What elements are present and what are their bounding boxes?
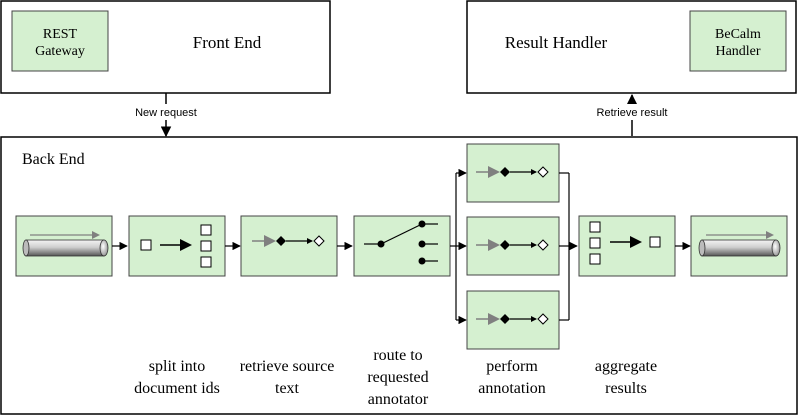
result-handler-title: Result Handler	[505, 33, 608, 52]
new-request-label: New request	[135, 107, 197, 119]
annotator-box-2	[466, 216, 560, 276]
split-label-1: split into	[149, 358, 205, 375]
route-label-3: annotator	[368, 391, 429, 408]
rest-gateway-label-1: REST	[43, 27, 78, 42]
front-end-box: REST Gateway Front End	[0, 0, 331, 94]
front-end-title: Front End	[193, 33, 262, 52]
back-end-title: Back End	[22, 151, 85, 168]
router-box	[353, 215, 451, 277]
aggregate-label-2: results	[605, 380, 647, 397]
step-labels: split into document ids retrieve source …	[134, 347, 657, 408]
retrieve-label-1: retrieve source	[240, 358, 335, 375]
result-handler-box: BeCalm Handler Result Handler	[466, 0, 797, 94]
annotator-box-1	[466, 143, 560, 203]
route-label-1: route to	[373, 347, 422, 364]
aggregator-box	[578, 215, 676, 277]
aggregate-label-1: aggregate	[595, 358, 657, 375]
rest-gateway-label-2: Gateway	[35, 44, 85, 59]
splitter-box	[128, 215, 226, 277]
perform-label-2: annotation	[478, 380, 546, 397]
retrieve-label-2: text	[275, 380, 300, 397]
input-channel	[15, 215, 113, 277]
output-channel	[690, 215, 788, 277]
split-label-2: document ids	[134, 380, 220, 397]
retrieve-result-label: Retrieve result	[597, 107, 668, 119]
retrieve-box	[240, 215, 338, 277]
fan-in-lines	[559, 172, 578, 321]
perform-label-1: perform	[486, 358, 538, 375]
annotator-box-3	[466, 290, 560, 350]
route-label-2: requested	[367, 369, 428, 386]
becalm-handler-label-2: Handler	[715, 44, 760, 59]
becalm-handler-label-1: BeCalm	[715, 27, 761, 42]
fan-out-lines	[450, 168, 467, 325]
